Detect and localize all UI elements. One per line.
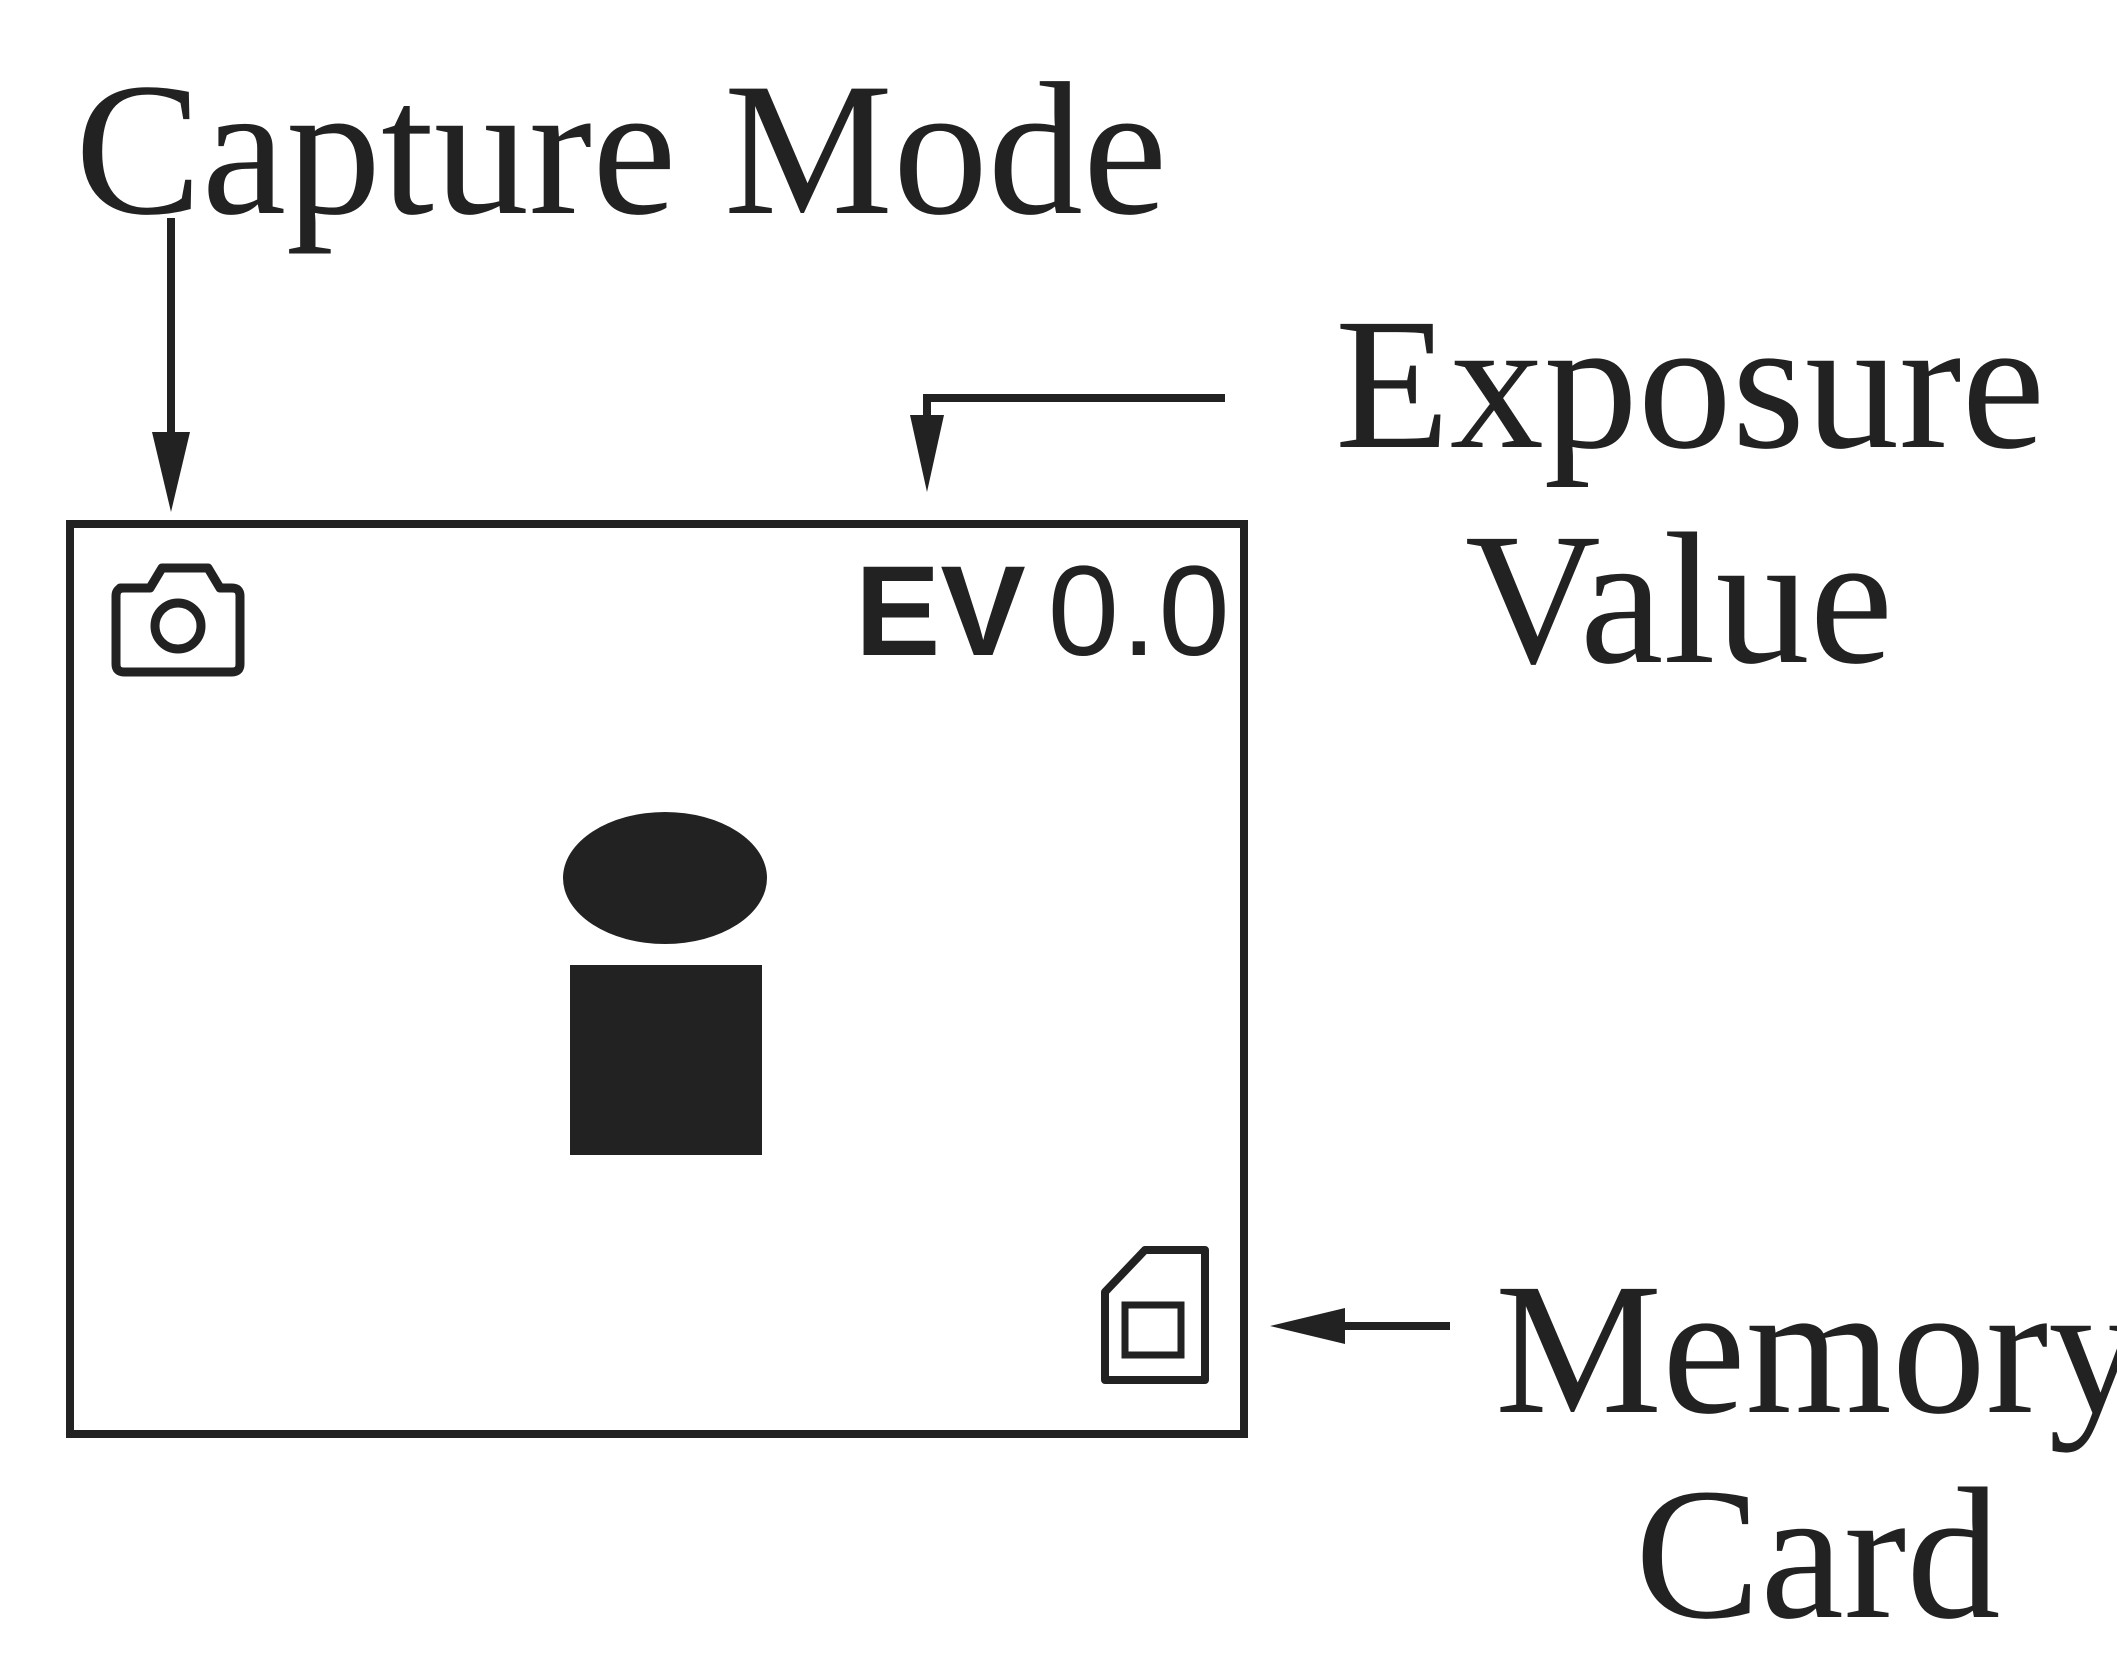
camera-icon xyxy=(111,563,245,677)
memory-card-icon xyxy=(1101,1246,1209,1384)
capture-mode-arrow xyxy=(152,218,190,512)
ev-label: EV xyxy=(855,540,1026,683)
exposure-value-label-line2: Value xyxy=(1465,494,1894,703)
ev-value: 0.0 xyxy=(1047,540,1232,683)
capture-mode-label: Capture Mode xyxy=(75,45,1168,255)
memory-card-label-line2: Card xyxy=(1635,1449,2001,1658)
person-icon xyxy=(563,812,767,1155)
memory-card-arrow xyxy=(1270,1308,1450,1344)
exposure-value-label-line1: Exposure xyxy=(1335,279,2046,488)
diagram-graphics xyxy=(111,218,1450,1384)
memory-card-label-line1: Memory xyxy=(1495,1244,2117,1453)
exposure-value-arrow xyxy=(910,394,1225,492)
